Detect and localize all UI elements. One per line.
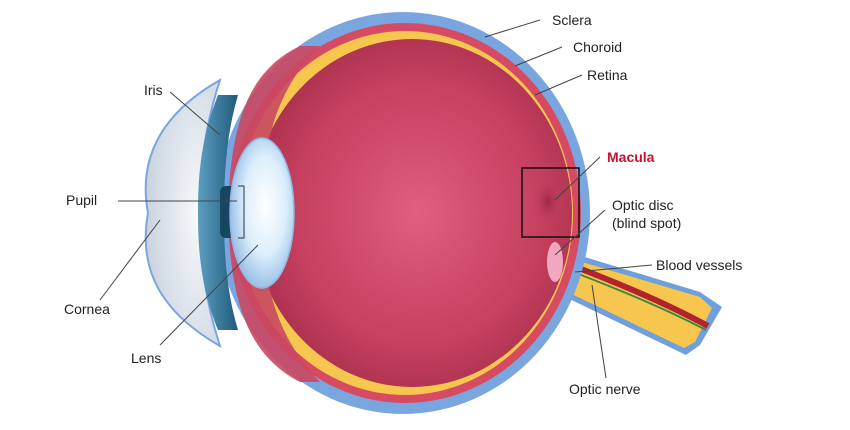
iris-shape (198, 95, 238, 330)
lens-shape (229, 137, 295, 289)
optic-nerve-label: Optic nerve (569, 381, 641, 397)
retina-label: Retina (587, 67, 628, 83)
pupil-bracket (238, 185, 245, 239)
vitreous-body (252, 39, 572, 387)
optic-disc-shape (547, 242, 563, 282)
macula-label: Macula (607, 149, 655, 165)
lens-label: Lens (131, 350, 162, 366)
cornea-label: Cornea (64, 301, 110, 317)
iris-label: Iris (144, 82, 163, 98)
pupil-label: Pupil (66, 192, 98, 208)
macula-highlight-box (521, 167, 580, 238)
sclera-label: Sclera (552, 12, 592, 28)
leader-lines (99, 19, 653, 379)
optic-disc-label: Optic disc (612, 197, 674, 213)
blind-spot-label: (blind spot) (612, 215, 682, 231)
ciliary-region (228, 46, 320, 382)
blood-vessels-label: Blood vessels (656, 257, 743, 273)
macula-shape (532, 178, 564, 226)
choroid-label: Choroid (573, 39, 623, 55)
